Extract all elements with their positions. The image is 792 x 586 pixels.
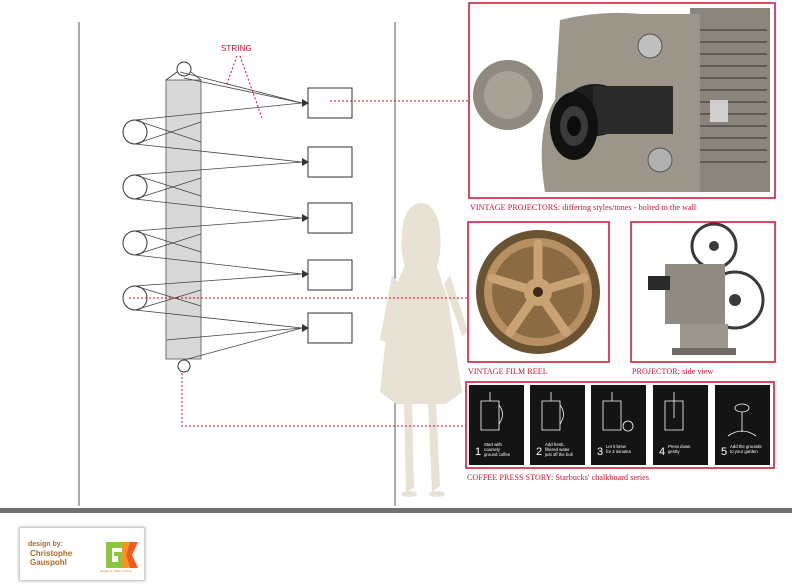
coffee-card-5: 5 Add the grounds to your garden: [715, 385, 770, 465]
woman-silhouette: [380, 203, 468, 497]
callout-coffee: [181, 373, 466, 427]
svg-text:gently: gently: [668, 449, 680, 454]
projector-box-3: [307, 202, 353, 234]
design-by-label: design by:: [28, 541, 64, 548]
projector-photo-panel: [468, 2, 776, 199]
svg-text:Add the grounds: Add the grounds: [730, 444, 762, 449]
caption-projectors: VINTAGE PROJECTORS: differing styles/ton…: [470, 203, 697, 212]
projector-boxes: [307, 87, 353, 344]
svg-text:5: 5: [721, 446, 727, 458]
projector-box-4: [307, 259, 353, 291]
reel-set-left: [122, 119, 148, 311]
side-view-photo-panel: [630, 221, 776, 363]
caption-film-reel: VINTAGE FILM REEL: [468, 367, 548, 376]
svg-text:coarsely: coarsely: [484, 447, 501, 452]
coffee-card-panel: 1 Start with coarsely ground coffee 2 Ad…: [465, 381, 775, 469]
projector-box-5: [307, 312, 353, 344]
projector-box-1: [307, 87, 353, 119]
reel-left-2: [122, 174, 148, 200]
floor-line: [0, 508, 792, 513]
svg-text:Start with: Start with: [484, 442, 503, 447]
film-reel-photo-panel: [467, 221, 610, 363]
svg-text:filtered water: filtered water: [545, 447, 570, 452]
coffee-card-1: 1 Start with coarsely ground coffee: [469, 385, 524, 465]
string-label: STRING: [221, 44, 252, 53]
coffee-card-3: 3 Let it brew for 4 minutes: [591, 385, 646, 465]
logo-tagline: design to make a scene: [100, 569, 132, 573]
bottom-spool: [177, 359, 191, 373]
svg-text:Add fresh,: Add fresh,: [545, 442, 565, 447]
coffee-card-4: 4 Press down gently: [653, 385, 708, 465]
caption-side-view: PROJECTOR: side view: [632, 367, 714, 376]
film-strip: [165, 79, 202, 360]
svg-text:to your garden: to your garden: [730, 449, 758, 454]
svg-text:4: 4: [659, 446, 665, 458]
svg-text:1: 1: [475, 446, 481, 458]
svg-text:Let it brew: Let it brew: [606, 444, 627, 449]
designer-credit: design by: Christophe Gauspohl design to…: [19, 527, 145, 581]
svg-text:Press down: Press down: [668, 444, 691, 449]
string-leader-2: [239, 55, 263, 119]
reel-left-3: [122, 230, 148, 256]
svg-text:2: 2: [536, 446, 542, 458]
svg-text:for 4 minutes: for 4 minutes: [606, 449, 631, 454]
caption-coffee-story: COFFEE PRESS STORY: Starbucks' chalkboar…: [467, 473, 649, 482]
designer-name: Christophe Gauspohl: [30, 549, 73, 567]
svg-text:ground coffee: ground coffee: [484, 452, 511, 457]
projector-box-2: [307, 146, 353, 178]
coffee-card-2: 2 Add fresh, filtered water just off the…: [530, 385, 585, 465]
svg-text:just off the boil: just off the boil: [544, 452, 573, 457]
string-arrowheads: [302, 99, 309, 332]
reel-left-1: [122, 119, 148, 145]
gfx-logo: [106, 542, 138, 568]
string-lines: [134, 71, 303, 361]
svg-text:3: 3: [597, 446, 603, 458]
string-leader-1: [225, 55, 238, 87]
